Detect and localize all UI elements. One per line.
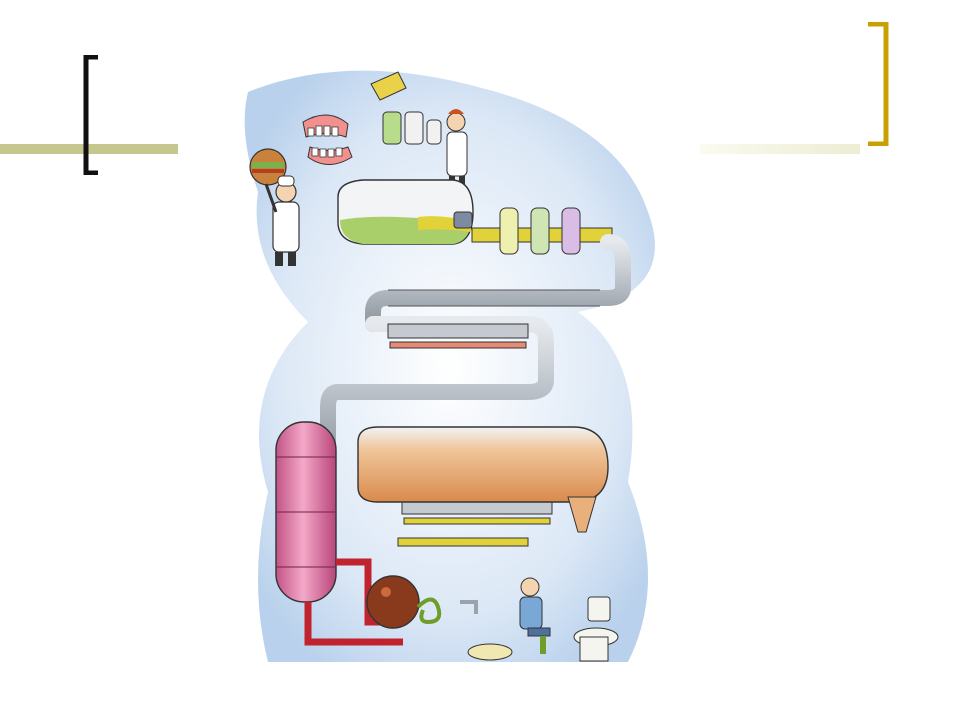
green-coil	[416, 597, 442, 625]
pipe-outlines	[388, 289, 600, 307]
seated-man	[519, 577, 551, 654]
heating-grills	[387, 323, 553, 547]
scientist	[446, 109, 468, 188]
digestion-factory-illustration	[244, 70, 655, 662]
toilet	[573, 596, 619, 662]
right-bracket-icon	[868, 22, 889, 146]
left-accent-rule	[0, 144, 178, 154]
enzyme-bottles	[499, 207, 581, 255]
left-bracket-icon	[83, 55, 98, 175]
pink-tank	[275, 421, 337, 603]
stomach-tank	[357, 426, 609, 533]
mouth-chamber	[337, 179, 474, 245]
faucet	[460, 600, 478, 614]
reagent-flasks	[370, 71, 442, 145]
pump	[366, 575, 420, 629]
right-accent-rule	[700, 144, 860, 154]
chef-with-burger	[249, 148, 300, 266]
bowl	[467, 643, 513, 661]
teeth	[302, 114, 353, 165]
